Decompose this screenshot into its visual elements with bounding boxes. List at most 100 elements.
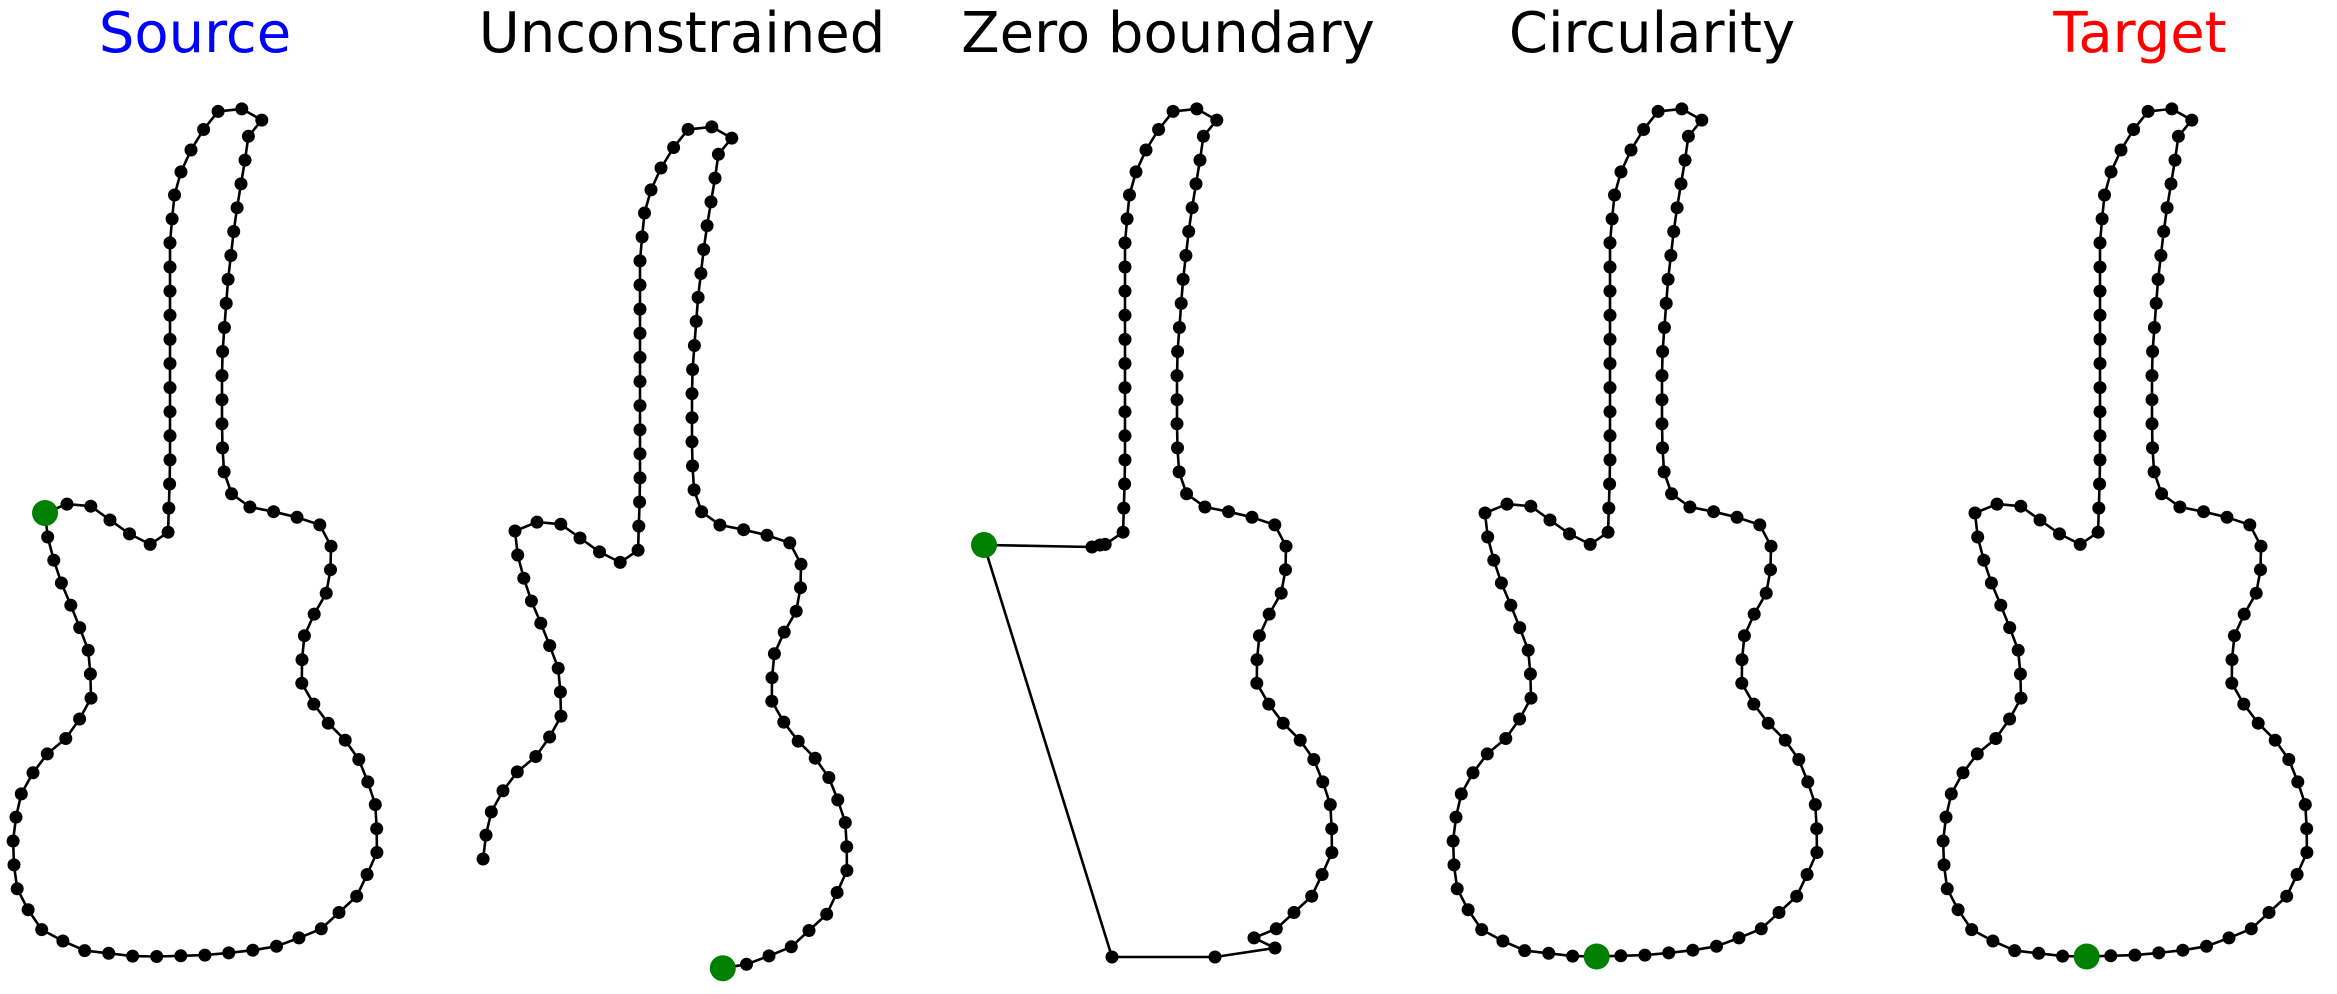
point-source-6	[81, 643, 95, 657]
point-zero-boundary-20	[1262, 607, 1276, 621]
point-target-24	[2254, 563, 2267, 577]
point-unconstrained-17	[767, 647, 781, 661]
point-unconstrained-43	[705, 120, 719, 134]
point-source-79	[163, 260, 177, 274]
point-source-64	[224, 249, 238, 262]
point-target-85	[1944, 787, 1958, 801]
point-zero-boundary-9	[1325, 846, 1339, 859]
point-unconstrained-69	[511, 548, 525, 562]
point-target-83	[1970, 747, 1984, 761]
point-circularity-34	[1655, 393, 1669, 407]
point-target-49	[2127, 123, 2141, 136]
point-source-72	[211, 104, 225, 118]
point-circularity-63	[1603, 453, 1617, 467]
point-source-33	[350, 889, 364, 903]
point-circularity-86	[1449, 810, 1463, 824]
point-unconstrained-18	[777, 625, 791, 639]
point-unconstrained-67	[530, 515, 544, 529]
point-target-78	[2011, 643, 2025, 657]
start-point-zero-boundary	[971, 532, 997, 558]
point-zero-boundary-19	[1252, 629, 1266, 643]
point-target-94	[2032, 946, 2046, 960]
point-circularity-14	[1801, 775, 1815, 789]
point-target-79	[2013, 667, 2027, 681]
point-zero-boundary-28	[1180, 487, 1194, 501]
outline-target	[1941, 107, 2309, 958]
point-zero-boundary-17	[1250, 676, 1264, 690]
point-zero-boundary-2	[1208, 950, 1222, 964]
point-unconstrained-55	[633, 375, 647, 388]
point-source-51	[290, 510, 304, 524]
point-unconstrained-5	[820, 907, 834, 921]
point-zero-boundary-31	[1170, 417, 1184, 431]
point-circularity-95	[1566, 949, 1580, 963]
point-target-88	[1937, 858, 1951, 872]
point-zero-boundary-67	[1085, 540, 1099, 554]
point-unconstrained-73	[543, 639, 557, 653]
point-zero-boundary-14	[1293, 733, 1307, 747]
point-circularity-60	[1603, 381, 1617, 395]
point-circularity-72	[1478, 506, 1492, 520]
point-source-27	[222, 946, 236, 960]
point-circularity-40	[1664, 249, 1678, 262]
point-target-14	[2291, 775, 2305, 789]
point-circularity-4	[1686, 943, 1700, 957]
point-source-47	[319, 586, 333, 600]
start-point-unconstrained	[709, 955, 736, 982]
point-target-59	[2093, 357, 2107, 370]
point-source-8	[84, 691, 98, 705]
point-zero-boundary-64	[1116, 525, 1130, 539]
point-unconstrained-50	[633, 254, 647, 268]
point-source-86	[163, 429, 177, 443]
point-circularity-19	[1735, 676, 1749, 690]
point-unconstrained-45	[667, 141, 681, 154]
point-unconstrained-57	[633, 423, 647, 437]
point-circularity-2	[1638, 948, 1652, 962]
start-point-target	[2073, 943, 2100, 970]
point-unconstrained-9	[838, 816, 852, 830]
point-unconstrained-71	[524, 594, 538, 608]
point-circularity-70	[1524, 499, 1538, 513]
point-source-50	[313, 518, 327, 532]
point-unconstrained-61	[632, 519, 646, 533]
point-unconstrained-41	[711, 147, 725, 161]
point-target-62	[2093, 429, 2107, 443]
point-zero-boundary-1	[1105, 950, 1119, 964]
point-circularity-53	[1605, 212, 1619, 226]
point-source-91	[143, 537, 157, 551]
point-unconstrained-33	[687, 339, 701, 352]
point-source-56	[216, 441, 229, 455]
point-source-49	[324, 539, 338, 553]
point-circularity-87	[1446, 834, 1460, 848]
point-target-25	[2254, 539, 2268, 553]
point-source-34	[360, 868, 374, 881]
point-zero-boundary-4	[1247, 931, 1261, 945]
point-zero-boundary-36	[1174, 296, 1188, 310]
point-circularity-49	[1637, 123, 1651, 136]
point-source-62	[219, 296, 233, 310]
point-source-28	[246, 943, 260, 957]
point-source-69	[241, 129, 255, 143]
point-target-7	[2244, 922, 2258, 936]
point-circularity-5	[1710, 939, 1723, 953]
point-target-69	[2033, 513, 2047, 527]
point-target-60	[2093, 381, 2107, 395]
point-target-64	[2093, 477, 2107, 491]
point-target-9	[2280, 889, 2294, 903]
point-target-30	[2155, 487, 2169, 501]
point-source-68	[238, 153, 252, 167]
point-source-88	[163, 477, 177, 491]
point-target-1	[2104, 949, 2118, 963]
point-target-55	[2093, 260, 2107, 274]
point-zero-boundary-13	[1307, 753, 1321, 766]
point-circularity-33	[1655, 417, 1669, 431]
point-circularity-48	[1651, 104, 1665, 118]
point-circularity-88	[1447, 858, 1461, 872]
point-source-95	[60, 497, 74, 511]
point-circularity-44	[1678, 153, 1692, 167]
point-source-58	[215, 393, 229, 407]
point-circularity-18	[1747, 697, 1761, 711]
point-source-25	[174, 949, 188, 963]
point-source-23	[126, 949, 140, 963]
point-zero-boundary-61	[1118, 453, 1132, 467]
